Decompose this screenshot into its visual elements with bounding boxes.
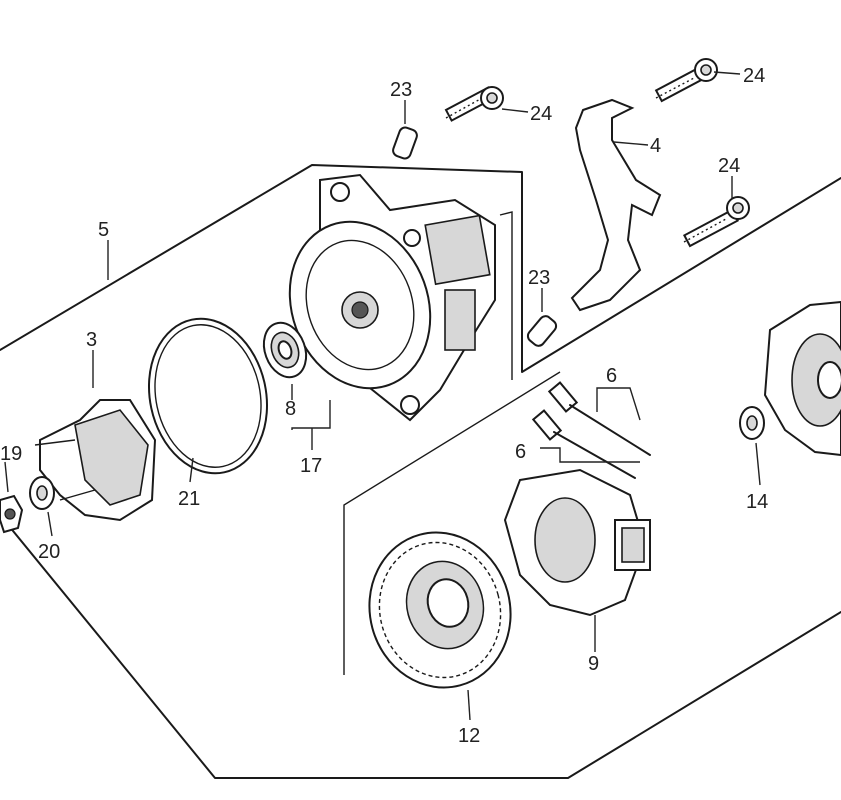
leader-lines — [4, 71, 761, 721]
label-17: 17 — [300, 455, 322, 477]
bolt-24-top-right — [654, 58, 718, 103]
rear-housing — [763, 300, 841, 457]
stator-12 — [368, 531, 512, 689]
bolt-24-right — [682, 196, 750, 248]
label-23-mid: 23 — [528, 267, 550, 289]
pin-23-top — [392, 126, 418, 160]
rectifier-9 — [503, 468, 651, 617]
assembly-outline-lower — [0, 514, 841, 779]
label-6-lower: 6 — [515, 441, 526, 463]
bracket-17 — [499, 211, 513, 380]
label-5: 5 — [98, 219, 109, 241]
label-24-right: 24 — [718, 155, 740, 177]
bolt-24-top-left — [444, 86, 504, 122]
bearing-8 — [262, 321, 308, 379]
label-24-top-right: 24 — [743, 65, 765, 87]
brushes-6 — [531, 381, 651, 479]
bracket-4 — [570, 98, 662, 312]
assembly-outline — [0, 164, 841, 373]
label-14: 14 — [746, 491, 768, 513]
label-20: 20 — [38, 541, 60, 563]
washer-14 — [739, 406, 765, 440]
washer-20 — [29, 476, 55, 510]
label-19: 19 — [0, 443, 22, 465]
label-4: 4 — [650, 135, 661, 157]
front-housing-17 — [288, 173, 496, 422]
label-6-upper: 6 — [606, 365, 617, 387]
label-9: 9 — [588, 653, 599, 675]
label-21: 21 — [178, 488, 200, 510]
pin-23-mid — [526, 315, 558, 347]
inner-group-outline — [343, 371, 561, 675]
pulley-3 — [34, 399, 157, 522]
nut-19 — [0, 494, 24, 534]
label-23-top: 23 — [390, 79, 412, 101]
label-3: 3 — [86, 329, 97, 351]
label-24-top-left: 24 — [530, 103, 552, 125]
label-12: 12 — [458, 725, 480, 747]
o-ring-21 — [147, 317, 269, 475]
label-8: 8 — [285, 398, 296, 420]
